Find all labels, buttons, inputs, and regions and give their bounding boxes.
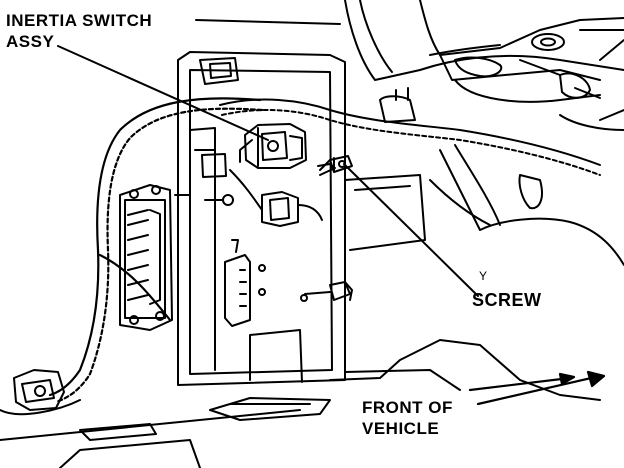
rear-trim-panel — [174, 51, 346, 386]
front-of-vehicle-line1: FRONT OF — [362, 398, 453, 417]
fastener-small — [204, 194, 266, 296]
switch-connector — [229, 169, 323, 227]
leader-inertia-switch — [57, 45, 269, 141]
screw-label: SCREW — [472, 290, 542, 310]
front-arrow-upper — [468, 376, 572, 392]
lower-mount-plate — [224, 239, 251, 327]
upper-body-structure — [344, 0, 624, 103]
screw-lower — [300, 281, 353, 302]
leader-label-underline — [195, 19, 341, 25]
cargo-floor — [0, 339, 601, 468]
front-arrows — [468, 370, 606, 406]
inertia-switch-label-line2: ASSY — [6, 32, 55, 51]
leader-lines — [57, 19, 479, 297]
wheel-well — [344, 109, 624, 266]
front-of-vehicle-label: FRONT OF VEHICLE — [362, 397, 453, 439]
lower-left-connector — [0, 369, 81, 416]
inertia-switch — [239, 123, 307, 169]
inertia-switch-label: INERTIA SWITCH ASSY — [6, 10, 152, 52]
front-of-vehicle-line2: VEHICLE — [362, 419, 440, 438]
wiring-harness-left — [48, 97, 264, 404]
leader-screw — [343, 163, 479, 297]
small-mark-label: Y — [479, 269, 488, 283]
inertia-switch-label-line1: INERTIA SWITCH — [6, 11, 153, 30]
side-bracket — [119, 184, 173, 331]
screw-top — [317, 155, 353, 173]
front-arrow-lower — [476, 374, 602, 406]
wiring-harness-top — [219, 87, 601, 176]
